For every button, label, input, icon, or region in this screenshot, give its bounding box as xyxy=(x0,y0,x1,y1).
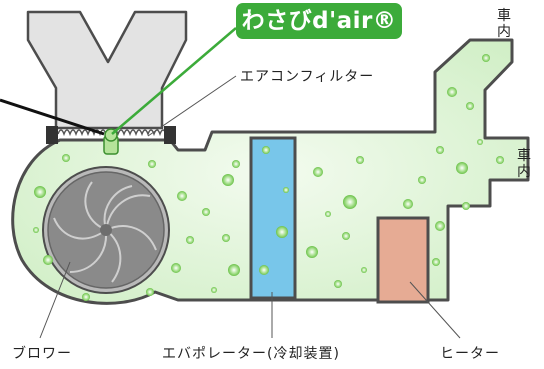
cabin-top-label: 車内 xyxy=(497,8,511,40)
air-filter-label: エアコンフィルター xyxy=(240,69,375,85)
wasabi-dair-badge: わさびd'air® xyxy=(236,3,402,39)
heater-label: ヒーター xyxy=(440,346,500,362)
wasabi-particles xyxy=(33,54,504,301)
wasabi-emitter xyxy=(103,128,119,155)
intake-housing xyxy=(26,10,188,130)
evaporator-core xyxy=(249,136,297,300)
blower-label: ブロワー xyxy=(12,346,72,362)
leader-line-blower xyxy=(39,261,71,339)
leader-line-filter xyxy=(147,75,237,137)
leader-line-heater xyxy=(409,281,461,339)
filter-frame-left xyxy=(46,126,58,144)
evaporator-label: エバポレーター(冷却装置) xyxy=(162,346,340,362)
filter-frame-right xyxy=(164,126,176,144)
blower-fan xyxy=(42,166,170,294)
heater-core xyxy=(376,216,430,304)
cabin-right-label: 車内 xyxy=(517,148,531,180)
leader-line-black xyxy=(0,98,105,136)
leader-line-green xyxy=(111,27,237,135)
